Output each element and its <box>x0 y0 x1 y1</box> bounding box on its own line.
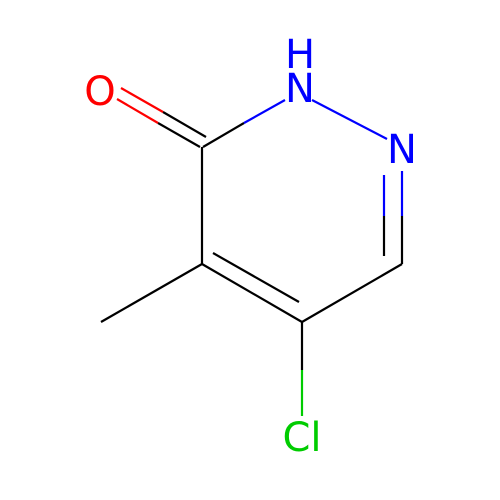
bond-n2-n1 <box>311 99 388 140</box>
bond-n1-c6 <box>382 171 404 264</box>
bond-carbonyl <box>116 87 207 148</box>
bond-c3-n2 <box>202 99 286 148</box>
nh-hydrogen-label: H <box>285 32 315 78</box>
chlorine-label: Cl <box>282 415 321 461</box>
bond-c6-c5 <box>301 263 403 323</box>
oxygen-label: O <box>84 69 115 115</box>
nh-nitrogen-label: N <box>285 66 315 112</box>
bond-methyl <box>100 263 203 323</box>
bond-c5-c4 <box>201 252 303 323</box>
ring-nitrogen-label: N <box>387 127 417 173</box>
